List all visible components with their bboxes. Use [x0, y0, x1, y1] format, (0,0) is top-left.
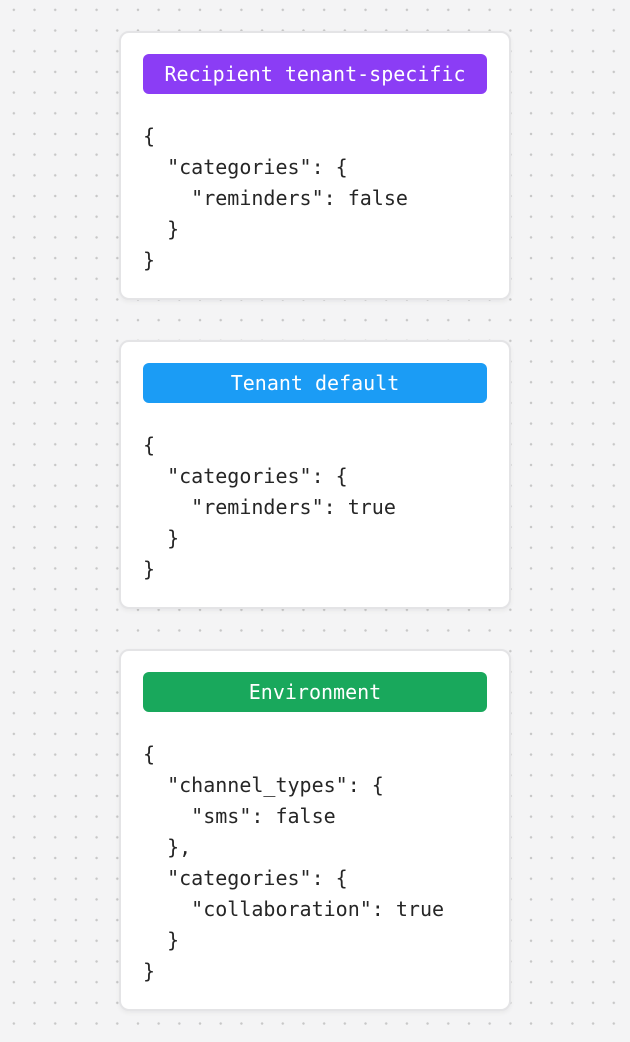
- tenant-default-badge: Tenant default: [143, 363, 487, 403]
- environment-json-code: { "channel_types": { "sms": false }, "ca…: [143, 742, 445, 983]
- tenant-default-json-code: { "categories": { "reminders": true } }: [143, 433, 396, 581]
- preference-card-tenant-default: Tenant default { "categories": { "remind…: [119, 340, 511, 609]
- preference-card-environment: Environment { "channel_types": { "sms": …: [119, 649, 511, 1011]
- preference-card-recipient-tenant-specific: Recipient tenant-specific { "categories"…: [119, 31, 511, 300]
- environment-badge: Environment: [143, 672, 487, 712]
- recipient-tenant-specific-badge: Recipient tenant-specific: [143, 54, 487, 94]
- recipient-tenant-specific-json-code: { "categories": { "reminders": false } }: [143, 124, 408, 272]
